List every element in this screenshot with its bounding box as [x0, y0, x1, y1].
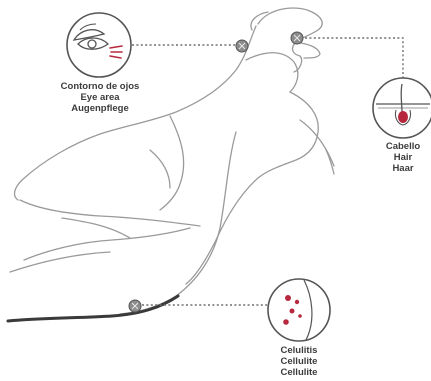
cellulite-icon: [268, 279, 330, 341]
lower-contour: [8, 296, 178, 321]
cellulite-label-line-3: Cellulite: [264, 367, 334, 378]
hair-icon: [373, 78, 431, 138]
cellulite-label: Celulitis Cellulite Cellulite: [264, 345, 334, 378]
hair-label-line-3: Haar: [373, 163, 431, 174]
hair-label-line-2: Hair: [373, 152, 431, 163]
cellulite-label-line-1: Celulitis: [264, 345, 334, 356]
cellulite-label-line-2: Cellulite: [264, 356, 334, 367]
eye-area-icon: [67, 13, 131, 77]
eye-marker[interactable]: [236, 40, 248, 52]
hair-label: Cabello Hair Haar: [373, 141, 431, 174]
hair-leader-line: [305, 38, 403, 78]
eye-area-label-line-2: Eye area: [50, 92, 150, 103]
hair-label-line-1: Cabello: [373, 141, 431, 152]
body-outline: [10, 8, 334, 314]
cellulite-marker[interactable]: [129, 300, 141, 312]
eye-area-label-line-1: Contorno de ojos: [50, 81, 150, 92]
eye-area-label: Contorno de ojos Eye area Augenpflege: [50, 81, 150, 114]
eye-area-label-line-3: Augenpflege: [50, 103, 150, 114]
hair-marker[interactable]: [291, 32, 303, 44]
